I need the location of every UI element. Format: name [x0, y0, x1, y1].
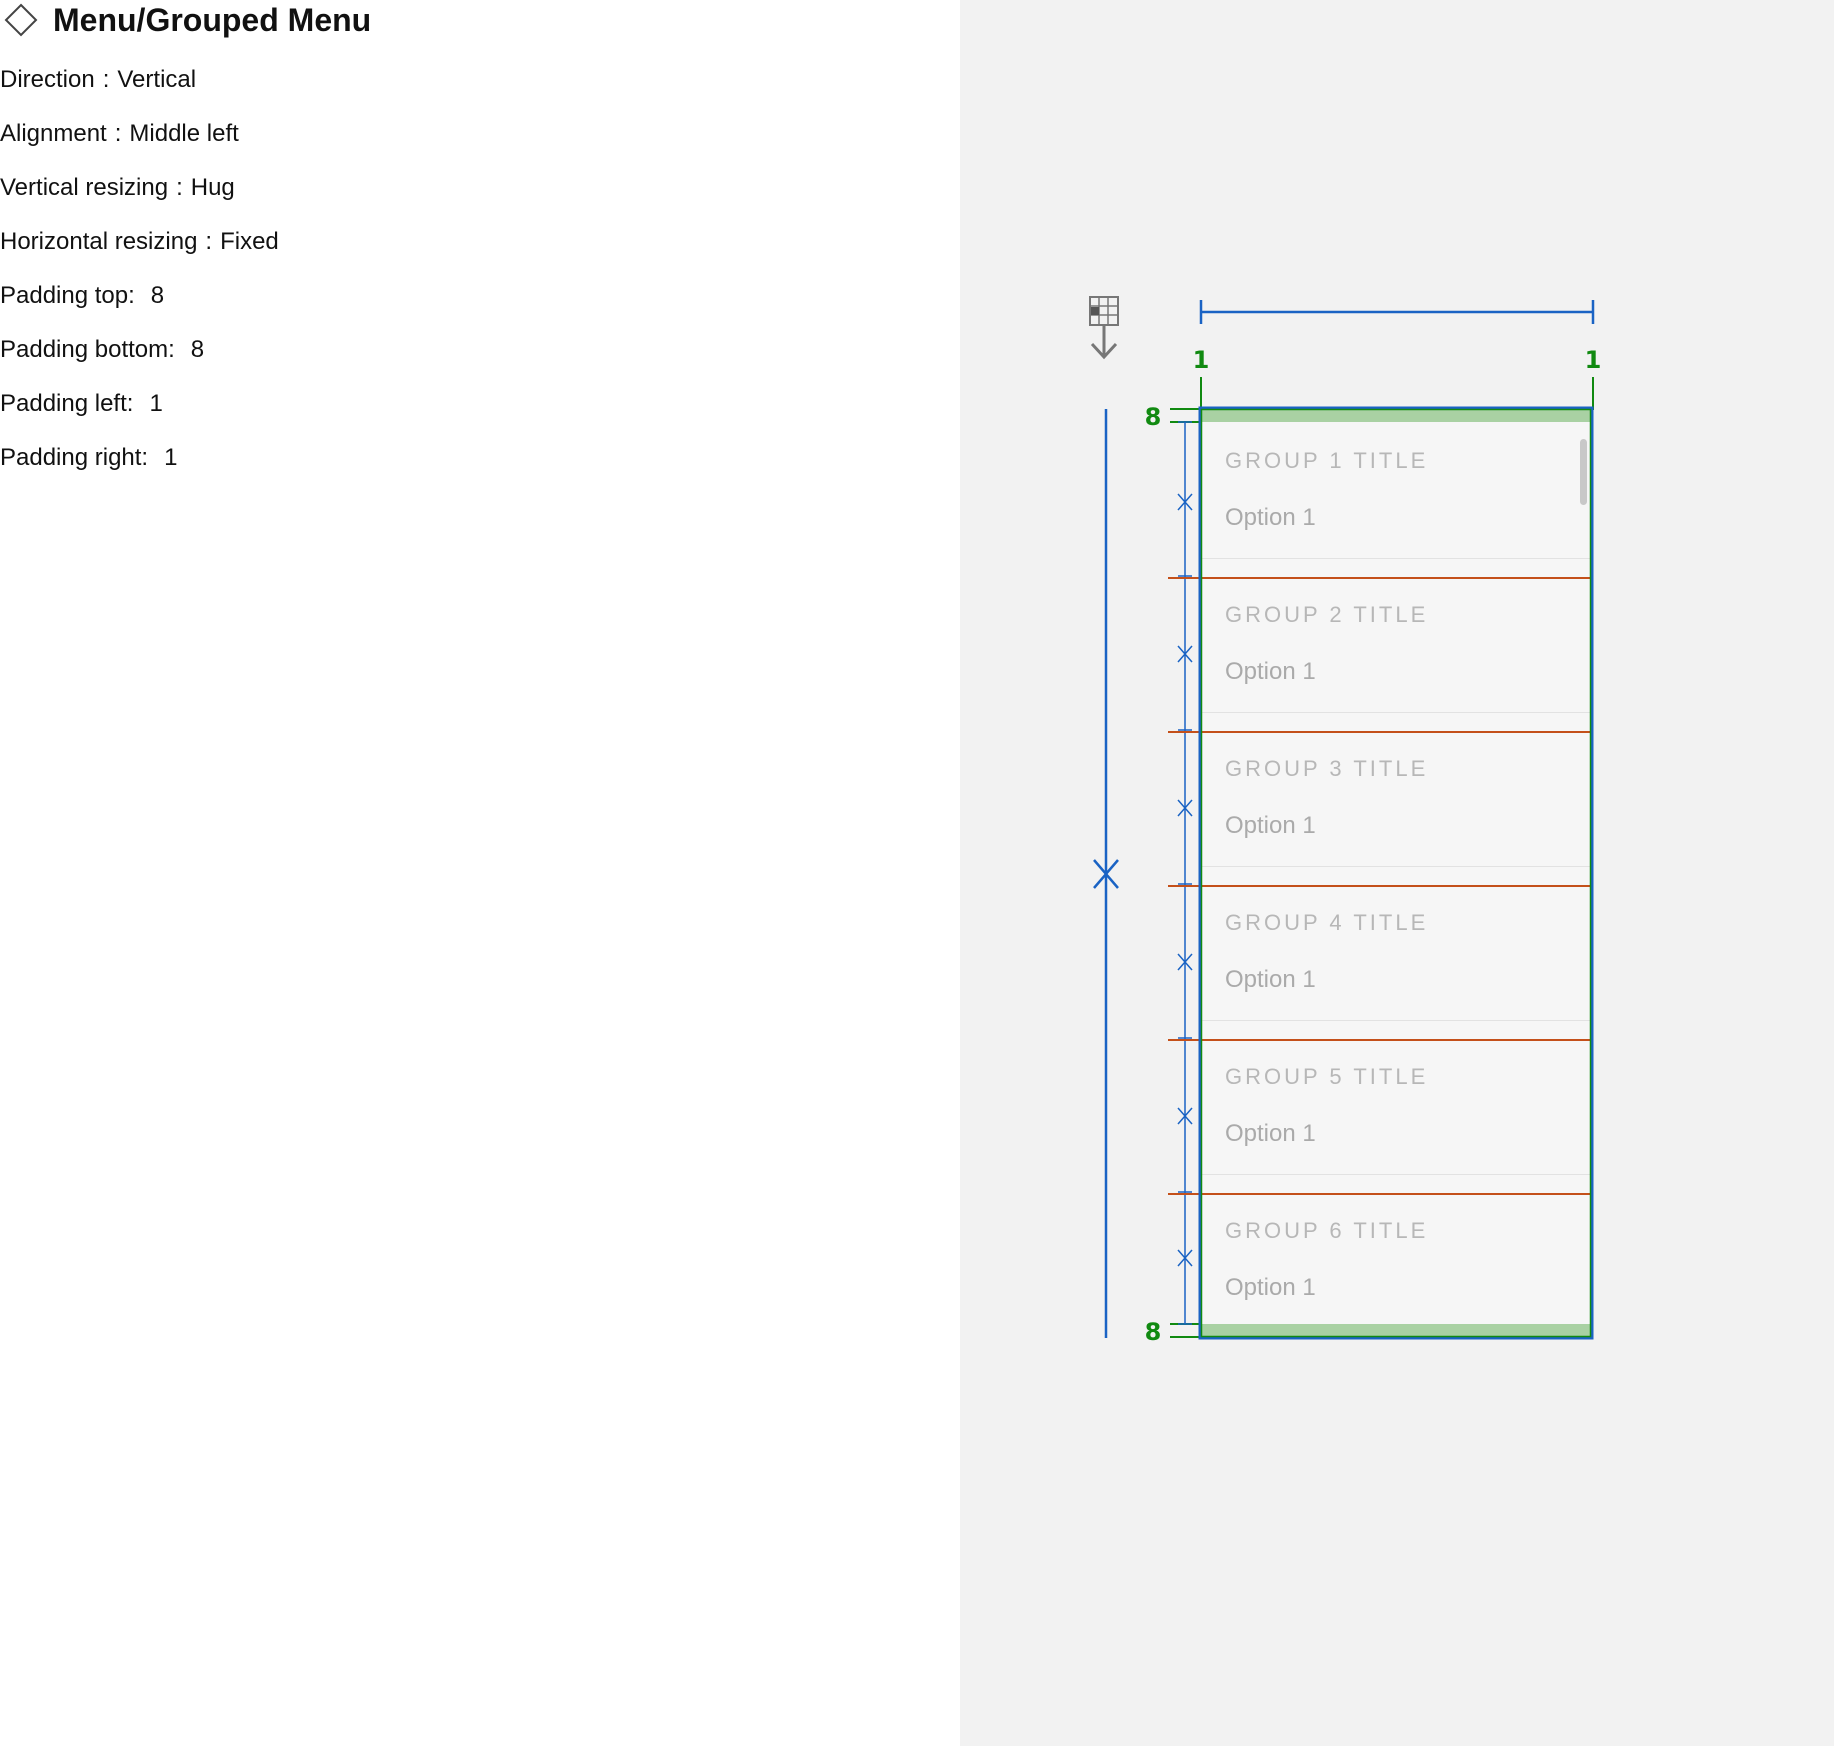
scrollbar-thumb[interactable]	[1580, 439, 1587, 505]
menu-option[interactable]: Option 1	[1225, 812, 1316, 839]
component-diamond-icon	[4, 3, 38, 37]
width-measure	[1199, 300, 1595, 324]
menu-group: GROUP 1 TITLE Option 1	[1200, 422, 1592, 576]
property-value: Hug	[190, 174, 235, 201]
property-row: Direction: Vertical	[0, 58, 279, 112]
property-label: Direction	[0, 66, 95, 93]
property-value: Fixed	[220, 228, 279, 255]
property-value: 1	[164, 444, 178, 471]
grouped-menu: GROUP 1 TITLE Option 1 GROUP 2 TITLE Opt…	[1200, 408, 1592, 1338]
property-value: Middle left	[129, 120, 239, 147]
padding-top-band	[1200, 408, 1592, 422]
padding-bottom-label: 8	[1145, 1318, 1162, 1346]
group-title: GROUP 6 TITLE	[1225, 1218, 1429, 1243]
property-row: Padding bottom: 8	[0, 328, 279, 382]
padding-outline	[1200, 408, 1592, 1338]
group-title: GROUP 5 TITLE	[1225, 1064, 1429, 1089]
vertical-auto-layout-icon	[1089, 296, 1119, 360]
properties-panel: Menu/Grouped Menu Direction: Vertical Ali…	[0, 0, 372, 490]
property-label: Padding right:	[0, 444, 149, 471]
menu-group: GROUP 6 TITLE Option 1	[1200, 1192, 1592, 1346]
menu-group: GROUP 2 TITLE Option 1	[1200, 576, 1592, 730]
group-title: GROUP 2 TITLE	[1225, 602, 1429, 627]
group-title: GROUP 1 TITLE	[1225, 448, 1429, 473]
group-height-measures	[1177, 421, 1193, 1325]
menu-option[interactable]: Option 1	[1225, 1274, 1316, 1301]
padding-top-indicator: 8	[1145, 403, 1200, 431]
menu-option[interactable]: Option 1	[1225, 658, 1316, 685]
group-divider	[1200, 558, 1592, 559]
property-label: Alignment	[0, 120, 107, 147]
property-row: Alignment: Middle left	[0, 112, 279, 166]
group-divider	[1200, 712, 1592, 713]
height-measure	[1093, 409, 1119, 1338]
menu-group: GROUP 5 TITLE Option 1	[1200, 1038, 1592, 1192]
padding-right-indicator: 1	[1585, 346, 1602, 410]
property-row: Padding left: 1	[0, 382, 279, 436]
property-label: Padding left:	[0, 390, 134, 417]
group-divider	[1200, 1020, 1592, 1021]
menu-option[interactable]: Option 1	[1225, 504, 1316, 531]
property-label: Padding bottom:	[0, 336, 175, 363]
padding-left-label: 1	[1193, 346, 1210, 374]
property-value: 1	[149, 390, 163, 417]
property-value: Vertical	[117, 66, 197, 93]
group-divider	[1200, 866, 1592, 867]
padding-bottom-band	[1200, 1324, 1592, 1338]
menu-option[interactable]: Option 1	[1225, 966, 1316, 993]
property-value: 8	[190, 336, 205, 363]
padding-left-indicator: 1	[1193, 346, 1210, 410]
property-list: Direction: Vertical Alignment: Middle left…	[0, 58, 279, 490]
property-separator: :	[176, 174, 183, 201]
property-row: Padding right: 1	[0, 436, 279, 490]
padding-top-label: 8	[1145, 403, 1162, 431]
frame-outline	[1198, 406, 1594, 1340]
property-separator: :	[205, 228, 213, 255]
property-label: Padding top:	[0, 282, 135, 309]
group-divider	[1200, 1174, 1592, 1175]
property-separator: :	[114, 120, 122, 147]
property-row: Padding top: 8	[0, 274, 279, 328]
property-row: Horizontal resizing: Fixed	[0, 220, 279, 274]
property-row: Vertical resizing: Hug	[0, 166, 279, 220]
component-header: Menu/Grouped Menu	[3, 0, 371, 40]
property-label: Horizontal resizing	[0, 228, 198, 255]
property-value: 8	[150, 282, 165, 309]
group-title: GROUP 3 TITLE	[1225, 756, 1429, 781]
menu-group: GROUP 4 TITLE Option 1	[1200, 884, 1592, 1038]
component-title: Menu/Grouped Menu	[53, 1, 372, 38]
property-label: Vertical resizing	[0, 174, 169, 201]
group-title: GROUP 4 TITLE	[1225, 910, 1429, 935]
menu-option[interactable]: Option 1	[1225, 1120, 1316, 1147]
menu-group: GROUP 3 TITLE Option 1	[1200, 730, 1592, 884]
padding-right-label: 1	[1585, 346, 1602, 374]
padding-bottom-indicator: 8	[1145, 1318, 1200, 1346]
property-separator: :	[102, 66, 110, 93]
group-gap-lines	[1168, 577, 1593, 1195]
